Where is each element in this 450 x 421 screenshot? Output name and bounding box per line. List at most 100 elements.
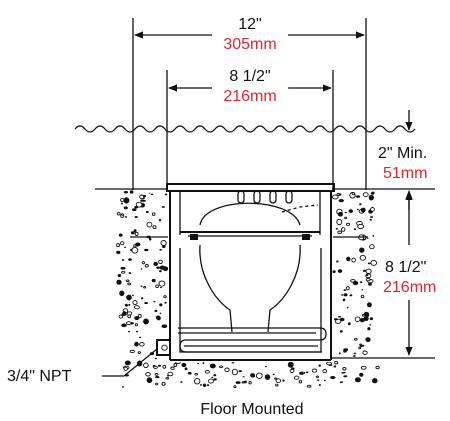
aggregate-speck <box>344 211 347 214</box>
aggregate-speck <box>144 264 149 268</box>
aggregate-speck <box>370 216 374 218</box>
aggregate-speck <box>353 228 356 231</box>
aggregate-speck <box>331 194 339 200</box>
aggregate-speck <box>340 381 343 384</box>
aggregate-speck <box>338 199 344 203</box>
aggregate-speck <box>158 364 161 367</box>
aggregate-speck <box>369 244 375 250</box>
aggregate-speck <box>343 294 346 296</box>
aggregate-speck <box>368 194 374 201</box>
aggregate-speck <box>134 316 140 321</box>
aggregate-speck <box>337 230 343 235</box>
aggregate-speck <box>336 193 340 197</box>
inner-width-imperial: 8 1/2" <box>229 68 270 85</box>
aggregate-speck <box>347 322 351 326</box>
aggregate-speck <box>137 314 142 319</box>
aggregate-speck <box>218 365 224 369</box>
aggregate-speck <box>335 227 338 230</box>
aggregate-speck <box>337 269 343 273</box>
aggregate-speck <box>118 314 124 319</box>
aggregate-speck <box>369 218 372 221</box>
aggregate-speck <box>264 374 271 380</box>
aggregate-speck <box>360 294 365 299</box>
aggregate-speck <box>129 190 134 194</box>
aggregate-speck <box>346 256 351 262</box>
aggregate-speck <box>322 369 328 374</box>
aggregate-speck <box>336 260 339 263</box>
aggregate-speck <box>173 363 178 367</box>
aggregate-speck <box>129 349 135 354</box>
aggregate-speck <box>360 344 365 347</box>
aggregate-speck <box>135 201 143 208</box>
aggregate-speck <box>124 360 131 366</box>
aggregate-speck <box>211 376 214 379</box>
aggregate-speck <box>348 209 353 213</box>
aggregate-speck <box>359 247 365 253</box>
aggregate-speck <box>353 352 357 355</box>
aggregate-speck <box>144 248 149 252</box>
aggregate-speck <box>243 380 247 384</box>
aggregate-speck <box>153 301 156 303</box>
aggregate-speck <box>365 277 371 282</box>
aggregate-speck <box>242 376 245 378</box>
aggregate-speck <box>343 375 348 378</box>
aggregate-speck <box>334 318 338 321</box>
aggregate-speck <box>134 323 139 327</box>
aggregate-speck <box>358 346 362 350</box>
aggregate-speck <box>134 206 139 209</box>
aggregate-speck <box>360 365 367 370</box>
aggregate-speck <box>119 241 125 246</box>
aggregate-speck <box>154 357 157 360</box>
aggregate-speck <box>336 218 343 226</box>
aggregate-speck <box>194 377 201 385</box>
aggregate-speck <box>341 294 344 296</box>
aggregate-speck <box>360 207 366 213</box>
aggregate-speck <box>128 272 132 275</box>
aggregate-speck <box>318 364 321 367</box>
concrete-aggregate <box>116 190 380 389</box>
aggregate-speck <box>159 249 162 251</box>
aggregate-speck <box>158 218 162 222</box>
npt-leader-diagonal <box>123 348 158 377</box>
aggregate-speck <box>342 298 346 302</box>
aggregate-speck <box>372 378 378 384</box>
aggregate-speck <box>123 206 128 210</box>
aggregate-speck <box>146 377 153 384</box>
aggregate-speck <box>370 259 378 266</box>
aggregate-speck <box>342 367 347 371</box>
aggregate-speck <box>275 383 279 387</box>
aggregate-speck <box>316 379 320 381</box>
aggregate-speck <box>363 311 370 318</box>
aggregate-speck <box>355 195 361 198</box>
aggregate-speck <box>194 372 199 376</box>
aggregate-speck <box>289 368 295 373</box>
aggregate-speck <box>162 364 167 369</box>
aggregate-speck <box>154 309 158 313</box>
aggregate-speck <box>130 231 135 235</box>
aggregate-speck <box>141 261 145 265</box>
aggregate-speck <box>291 367 295 370</box>
aggregate-speck <box>370 207 375 212</box>
aggregate-speck <box>127 330 131 333</box>
aggregate-speck <box>126 311 133 316</box>
aggregate-speck <box>359 281 363 284</box>
aggregate-speck <box>132 300 138 306</box>
aggregate-speck <box>231 368 238 376</box>
aggregate-speck <box>180 381 183 383</box>
overall-width-metric: 305mm <box>223 36 276 53</box>
aggregate-speck <box>141 297 144 300</box>
aggregate-speck <box>123 197 130 204</box>
aggregate-speck <box>124 216 128 218</box>
aggregate-speck <box>153 261 158 267</box>
aggregate-speck <box>159 270 162 273</box>
aggregate-speck <box>343 350 347 353</box>
aggregate-speck <box>146 221 153 228</box>
aggregate-speck <box>359 372 364 377</box>
aggregate-speck <box>359 343 363 346</box>
aggregate-speck <box>235 381 241 384</box>
aggregate-speck <box>366 274 369 277</box>
aggregate-speck <box>143 318 149 325</box>
aggregate-speck <box>134 231 139 236</box>
aggregate-speck <box>349 294 353 297</box>
aggregate-speck <box>334 360 339 365</box>
